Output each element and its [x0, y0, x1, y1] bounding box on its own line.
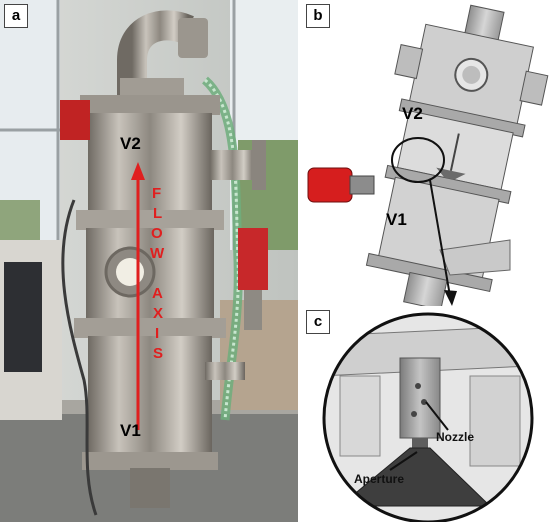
panel-label-a: a	[4, 4, 28, 28]
nozzle-zoom-illustration	[322, 312, 534, 522]
flow-letter: A	[152, 285, 163, 302]
panel-c-zoom: c Nozzle Aperture	[300, 306, 550, 522]
flow-letter: O	[151, 225, 163, 242]
cad-cutaway-illustration	[307, 4, 549, 306]
aperture-label: Aperture	[354, 472, 405, 486]
v1-label-cad: V1	[386, 210, 407, 229]
flow-letter: L	[153, 205, 163, 222]
flow-letter: F	[152, 185, 162, 202]
flow-letter: S	[153, 345, 164, 362]
panel-label-c: c	[306, 310, 330, 334]
flow-letter: X	[153, 305, 164, 322]
chamber-photo-illustration	[0, 0, 298, 522]
panel-label-b: b	[306, 4, 330, 28]
flow-letter: W	[150, 245, 165, 262]
flow-letter: I	[155, 325, 160, 342]
v2-label-cad: V2	[402, 104, 423, 123]
v2-label-photo: V2	[120, 134, 141, 153]
panel-b-cad: b V2 V1	[300, 0, 550, 306]
nozzle-label: Nozzle	[436, 430, 475, 444]
panel-a-photo: a V2 V1 F L O W A X I S	[0, 0, 298, 522]
v1-label-photo: V1	[120, 421, 141, 440]
